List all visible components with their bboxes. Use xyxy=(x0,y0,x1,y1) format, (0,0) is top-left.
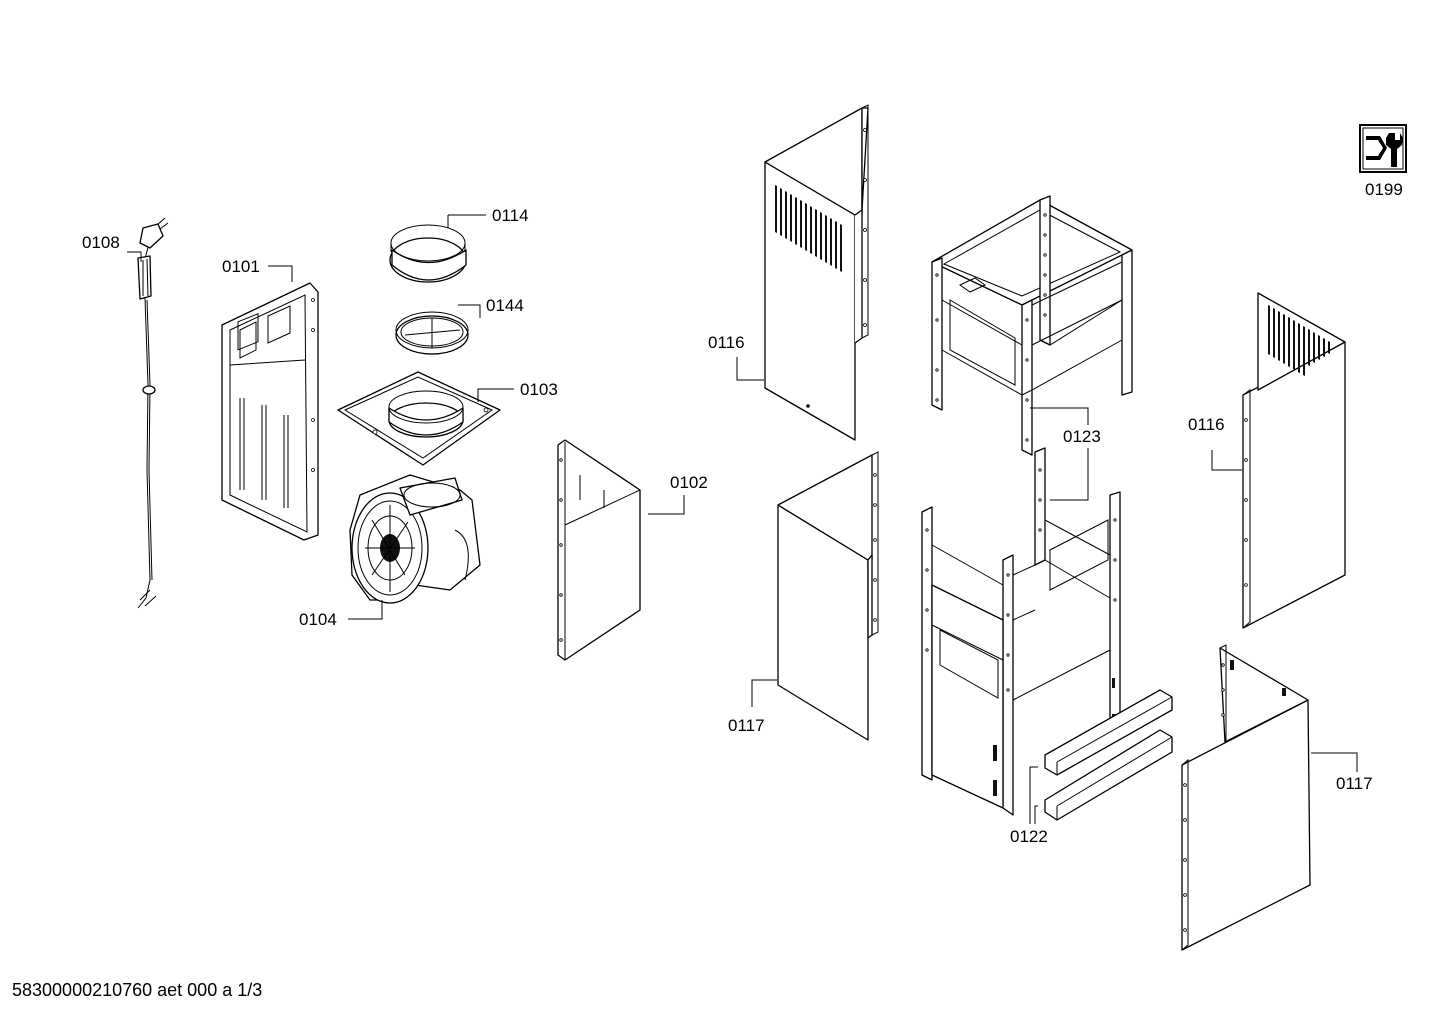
power-cord-part[interactable] xyxy=(137,217,169,609)
backflow-flap-part[interactable] xyxy=(395,311,469,355)
blower-motor-part[interactable] xyxy=(349,474,481,604)
label-0144: 0144 xyxy=(486,296,524,315)
ventilation-slots xyxy=(775,185,842,272)
upper-chimney-cover-left-part[interactable] xyxy=(764,104,869,441)
label-0116-left: 0116 xyxy=(708,333,745,352)
label-0114: 0114 xyxy=(492,206,529,225)
label-0117-right: 0117 xyxy=(1336,774,1373,793)
duct-ring-part[interactable] xyxy=(389,224,467,283)
label-0123: 0123 xyxy=(1063,427,1101,446)
label-0103: 0103 xyxy=(520,380,558,399)
label-0102: 0102 xyxy=(670,473,708,492)
lower-frame-part[interactable] xyxy=(921,447,1121,816)
label-0117-left: 0117 xyxy=(728,716,765,735)
label-0108: 0108 xyxy=(82,233,120,252)
label-0199: 0199 xyxy=(1365,180,1403,199)
brackets-part[interactable] xyxy=(1044,689,1173,821)
lower-chimney-cover-left-part[interactable] xyxy=(777,451,879,741)
back-panel-part[interactable] xyxy=(221,282,319,541)
label-0101: 0101 xyxy=(222,257,260,276)
upper-chimney-cover-right-part[interactable] xyxy=(1242,292,1346,629)
ventilation-slots xyxy=(1268,305,1330,376)
label-0122: 0122 xyxy=(1010,827,1048,846)
label-0104: 0104 xyxy=(299,610,337,629)
lower-chimney-cover-right-part[interactable] xyxy=(1181,644,1311,951)
document-code: 58300000210760 aet 000 a 1/3 xyxy=(12,980,263,1000)
upper-frame-part[interactable] xyxy=(931,195,1133,456)
wrench-nut-icon xyxy=(1359,124,1407,173)
label-0116-right: 0116 xyxy=(1188,415,1225,434)
inner-corner-panel-part[interactable] xyxy=(557,439,641,661)
mounting-plate-part[interactable] xyxy=(337,371,501,466)
